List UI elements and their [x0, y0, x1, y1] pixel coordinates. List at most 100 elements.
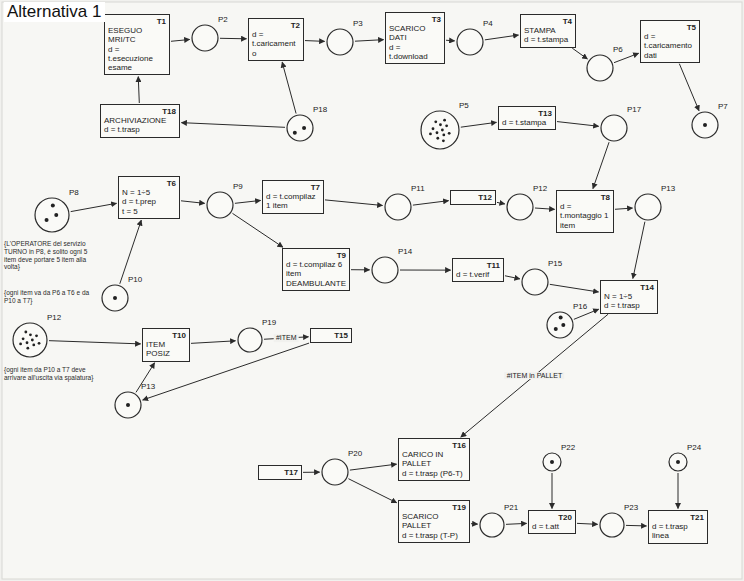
transition-text: d = t.caricamento dati — [644, 32, 696, 60]
place-outline — [326, 28, 354, 56]
transition-text: DEAMBULANTE — [286, 279, 346, 288]
arc-connector — [485, 35, 519, 40]
place-outline — [634, 193, 662, 221]
place-outline — [12, 322, 48, 358]
token-dot — [436, 137, 439, 140]
transition-text: STAMPA — [524, 26, 572, 35]
transition-text: d = t.trasp linea — [652, 522, 704, 540]
place-name: P20 — [348, 450, 362, 458]
transition-box: T5d = t.caricamento dati — [640, 20, 700, 63]
place-name: P11 — [411, 185, 425, 193]
place-outline — [34, 197, 70, 233]
transition-box: T1ESEGUO MRI/TCd = t.esecuzione esame — [104, 14, 170, 75]
place-outline — [114, 391, 142, 419]
place-circle-outline — [115, 392, 141, 418]
transition-box: T20d = t.att — [528, 510, 576, 534]
arc-connector — [181, 201, 205, 204]
token-dot — [441, 129, 444, 132]
transition-box: T15 — [310, 328, 352, 343]
place-outline — [668, 452, 688, 472]
place-name: P14 — [398, 248, 412, 256]
place-outline — [456, 28, 484, 56]
token-dot — [561, 323, 565, 327]
transition-name: T14 — [604, 283, 654, 292]
arc-connector — [191, 341, 236, 344]
arc-connector — [535, 208, 555, 209]
transition-box: T8d = t.montaggio 1 item — [556, 190, 614, 233]
place-circle: P2 — [191, 24, 219, 52]
transition-name: T5 — [644, 23, 696, 32]
transition-name: T3 — [389, 15, 441, 24]
transition-box: T17 — [258, 465, 302, 480]
arc-connector — [577, 523, 598, 525]
transition-name: T1 — [108, 17, 166, 26]
place-name: P6 — [613, 46, 623, 54]
place-circle-outline — [480, 513, 504, 537]
place-circle-outline — [322, 459, 348, 485]
transition-box: T19SCARICO PALLETd = t.trasp (T-P) — [398, 500, 470, 543]
place-name: P4 — [483, 20, 493, 28]
transition-text: ESEGUO MRI/TC — [108, 26, 166, 44]
transition-text: d = t.download — [389, 43, 441, 61]
arc-connector — [557, 122, 599, 127]
transition-box: T11d = t.verif — [452, 258, 504, 282]
place-circle: P8 — [34, 197, 70, 233]
arc-connector — [171, 39, 190, 41]
token-dot — [51, 204, 55, 208]
transition-name: T11 — [456, 261, 500, 270]
transition-text: d = t.caricamento — [252, 30, 300, 58]
place-circle-outline — [372, 257, 398, 283]
token-dot — [676, 460, 680, 464]
place-circle-outline — [35, 198, 69, 232]
place-outline — [479, 512, 505, 538]
place-name: P21 — [504, 504, 518, 512]
transition-text: SCARICO PALLET — [402, 512, 466, 530]
transition-text: d = t.verif — [456, 270, 500, 279]
place-circle-outline — [587, 55, 613, 81]
place-circle: P9 — [206, 191, 234, 219]
token-dot — [443, 119, 446, 122]
place-outline — [237, 327, 263, 353]
transition-text: d = t.compilaz 1 item — [266, 192, 320, 210]
token-dot — [293, 131, 297, 135]
place-outline — [101, 284, 129, 312]
token-dot — [126, 403, 130, 407]
transition-text: N = 1÷5 — [122, 188, 176, 197]
transition-text: d = t.trasp (P6-T) — [402, 469, 466, 478]
place-circle: P18 — [286, 114, 314, 142]
arc-connector — [355, 40, 384, 42]
arc-connector — [325, 200, 383, 206]
place-name: P13 — [661, 185, 675, 193]
transition-name: T4 — [524, 17, 572, 26]
transition-box: T6N = 1÷5d = t.prept = 5 — [118, 176, 180, 219]
place-circle: P20 — [321, 458, 349, 486]
token-dot — [554, 327, 558, 331]
transition-name: T21 — [652, 513, 704, 522]
arc-connector — [143, 343, 309, 400]
transition-text: N = 1÷5 — [604, 292, 654, 301]
transition-name: T13 — [502, 109, 552, 118]
arc-connector — [282, 62, 296, 113]
place-outline — [371, 256, 399, 284]
transition-name: T20 — [532, 513, 572, 522]
place-name: P17 — [627, 106, 641, 114]
token-dot — [45, 218, 49, 222]
place-circle: P12 — [506, 193, 534, 221]
place-outline — [546, 311, 574, 339]
transition-text: t = 5 — [122, 207, 176, 216]
transition-box: T7d = t.compilaz 1 item — [262, 180, 324, 214]
place-circle: P23 — [599, 512, 625, 538]
token-dot — [54, 213, 58, 217]
place-circle: P13 — [114, 391, 142, 419]
arc-connector — [348, 479, 396, 503]
transition-text: CARICO IN PALLET — [402, 450, 466, 468]
transition-text: d = t.stampa — [524, 35, 572, 44]
token-dot — [550, 460, 554, 464]
token-dot — [26, 341, 29, 344]
transition-text: d = t.stampa — [502, 118, 552, 127]
place-circle-outline — [13, 323, 47, 357]
place-circle-outline — [421, 111, 459, 149]
arc-connector — [138, 77, 139, 103]
place-circle-outline — [547, 312, 573, 338]
